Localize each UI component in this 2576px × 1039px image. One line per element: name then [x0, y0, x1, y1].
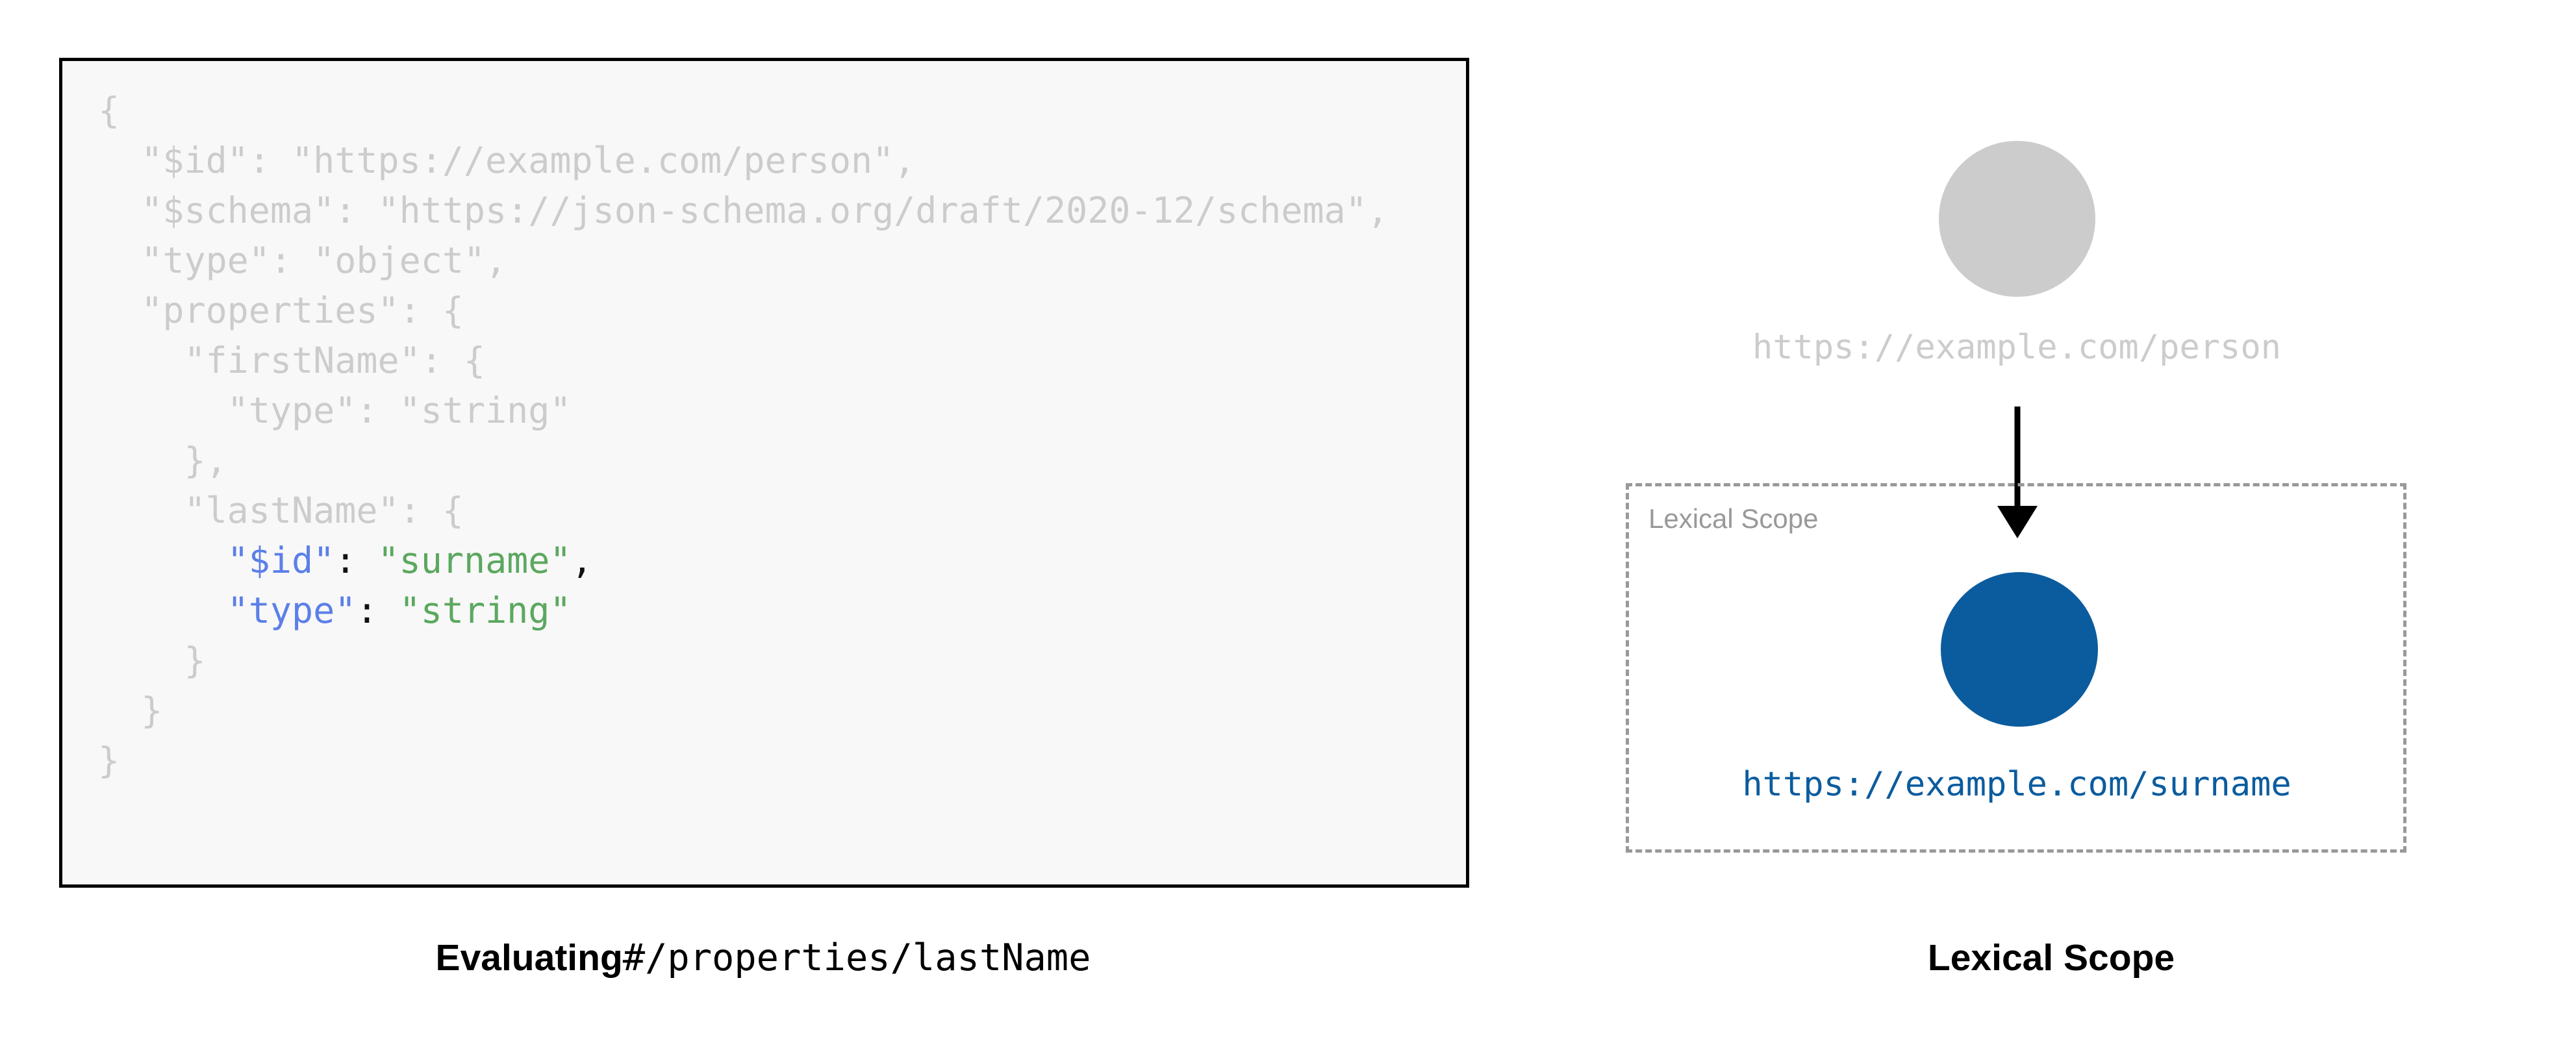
code-token: , [571, 540, 593, 581]
right-caption: Lexical Scope [1927, 937, 2175, 979]
code-line: "properties": { [98, 286, 1389, 336]
code-token: "string" [377, 590, 572, 631]
code-token: { [98, 90, 120, 131]
code-token: "type": "string" [227, 390, 572, 431]
code-line: } [98, 736, 1389, 786]
code-token: "firstName": { [184, 340, 486, 381]
code-line: "firstName": { [98, 336, 1389, 386]
code-line: "$schema": "https://json-schema.org/draf… [98, 186, 1389, 236]
code-line: "type": "string" [98, 386, 1389, 436]
code-token: "type": "object", [141, 240, 507, 281]
code-line: "$id": "https://example.com/person", [98, 136, 1389, 186]
lexical-scope-box-label: Lexical Scope [1648, 503, 1819, 534]
lexical-scope-box: Lexical Scope [1626, 483, 2406, 853]
scope-node-circle-icon [1941, 572, 2098, 727]
code-token: } [184, 640, 206, 681]
left-caption: Evaluating#/properties/lastName [0, 933, 1526, 983]
code-token: } [98, 740, 120, 781]
code-token: "$schema": "https://json-schema.org/draf… [141, 190, 1389, 231]
code-token: "type" [227, 590, 357, 631]
code-token: "$id": "https://example.com/person", [141, 140, 916, 181]
code-token: "$id" [227, 540, 335, 581]
lexical-scope-diagram-panel: https://example.com/person Lexical Scope… [1526, 0, 2576, 1039]
code-token: : [335, 540, 357, 581]
code-line: "lastName": { [98, 486, 1389, 536]
code-line: { [98, 86, 1389, 136]
code-token: "properties": { [141, 290, 464, 331]
code-line: } [98, 686, 1389, 736]
code-token: : [356, 590, 378, 631]
json-schema-code-block: { "$id": "https://example.com/person", "… [59, 58, 1469, 888]
root-node-circle-icon [1939, 141, 2095, 297]
root-node-label: https://example.com/person [1752, 328, 2281, 367]
json-schema-code-listing: { "$id": "https://example.com/person", "… [98, 86, 1389, 786]
code-token: "lastName": { [184, 490, 464, 531]
code-line: } [98, 636, 1389, 686]
left-caption-strong: Evaluating [435, 937, 623, 979]
code-token: "surname" [356, 540, 572, 581]
code-line: }, [98, 436, 1389, 486]
down-arrow-icon [1997, 407, 2038, 538]
code-line: "$id": "surname", [98, 536, 1389, 586]
code-token: } [141, 690, 163, 731]
left-caption-pointer: #/properties/lastName [622, 936, 1091, 979]
code-line: "type": "string" [98, 586, 1389, 636]
schema-code-panel: { "$id": "https://example.com/person", "… [0, 58, 1526, 983]
code-line: "type": "object", [98, 236, 1389, 286]
scope-node-label: https://example.com/surname [1742, 765, 2292, 804]
code-token: }, [184, 440, 227, 481]
